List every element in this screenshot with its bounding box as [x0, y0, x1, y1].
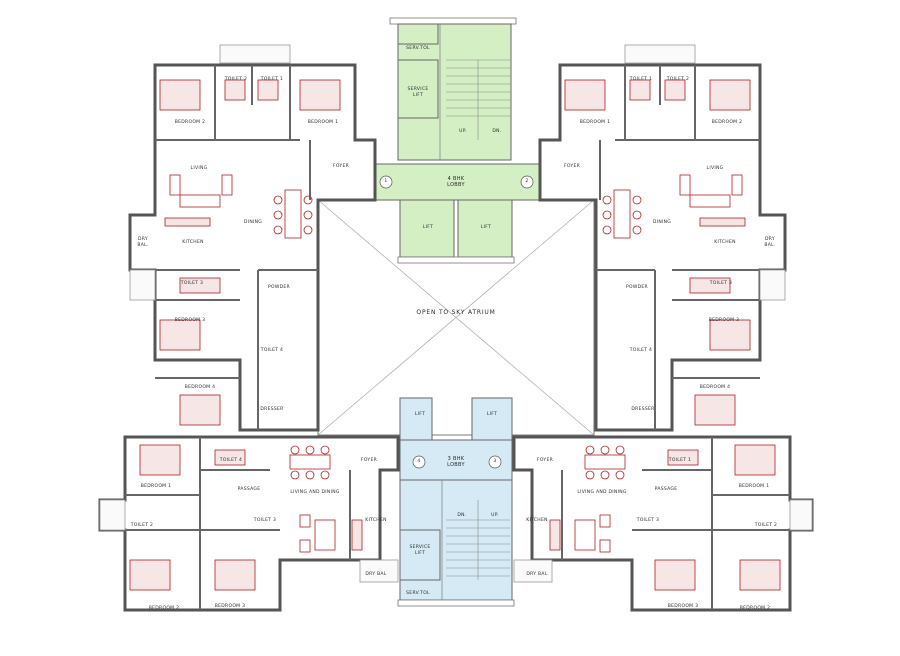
atrium [317, 199, 595, 436]
label-bl-bedroom1: BEDROOM 1 [140, 484, 172, 489]
label-bl-kitchen: KITCHEN [365, 518, 387, 523]
label-up-bottom: UP. [491, 513, 499, 518]
label-br-kitchen: KITCHEN [526, 518, 548, 523]
apartment-bottom-left [98, 435, 400, 612]
label-tl-dining: DINING [243, 220, 263, 225]
marker-3 [488, 455, 502, 469]
label-bl-foyer: FOYER [360, 458, 378, 463]
label-service-lift-top: SERVICE LIFT [407, 87, 429, 98]
label-bl-bedroom3: BEDROOM 3 [214, 604, 246, 609]
label-dn-top: DN. [492, 129, 502, 134]
label-tl-powder: POWDER [268, 285, 290, 290]
label-tl-toilet3: TOILET 3 [180, 281, 204, 286]
label-br-bedroom3: BEDROOM 3 [667, 604, 699, 609]
label-tl-toilet1: TOILET 1 [260, 77, 284, 82]
label-tl-living: LIVING [190, 166, 208, 171]
label-service-lift-bottom: SERVICE LIFT [409, 545, 431, 556]
label-lift-top-right: LIFT [480, 225, 492, 230]
label-marker-1: 1 [384, 179, 388, 184]
core-4bhk [374, 17, 542, 264]
label-up-top: UP. [459, 129, 467, 134]
label-lift-top-left: LIFT [422, 225, 434, 230]
label-bl-toilet3: TOILET 3 [253, 518, 277, 523]
marker-1 [379, 175, 393, 189]
label-tl-dresser: DRESSER [260, 407, 284, 412]
core-3bhk [397, 397, 515, 607]
label-br-passage: PASSAGE [654, 487, 678, 492]
label-lift-bottom-left: LIFT [414, 412, 426, 417]
label-tr-bedroom2: BEDROOM 2 [711, 120, 743, 125]
label-br-living-and-dining: LIVING AND DINING [577, 490, 627, 495]
label-tl-bedroom3: BEDROOM 3 [174, 318, 206, 323]
label-tr-living: LIVING [706, 166, 724, 171]
label-lobby-4bhk: 4 BHK LOBBY [447, 176, 465, 188]
label-br-toilet3: TOILET 3 [636, 518, 660, 523]
label-tr-bedroom3: BEDROOM 3 [708, 318, 740, 323]
label-bl-toilet2: TOILET 2 [130, 523, 154, 528]
label-tl-bedroom1: BEDROOM 1 [307, 120, 339, 125]
label-tl-bedroom4: BEDROOM 4 [184, 385, 216, 390]
label-br-toilet1: TOILET 1 [668, 458, 692, 463]
label-marker-4: 4 [417, 459, 421, 464]
label-tr-toilet3: TOILET 3 [709, 281, 733, 286]
apartment-bottom-right [512, 435, 814, 612]
label-bl-bedroom2: BEDROOM 2 [148, 606, 180, 611]
label-tr-bedroom4: BEDROOM 4 [699, 385, 731, 390]
label-bl-living-and-dining: LIVING AND DINING [290, 490, 340, 495]
label-bl-passage: PASSAGE [237, 487, 261, 492]
label-tr-toilet1: TOILET 1 [629, 77, 653, 82]
label-tr-foyer: FOYER [563, 164, 581, 169]
label-bl-toilet4: TOILET 4 [219, 458, 243, 463]
label-dn-bottom: DN. [457, 513, 467, 518]
marker-2 [520, 175, 534, 189]
label-atrium: OPEN TO SKY ATRIUM [416, 309, 496, 316]
label-br-dry-bal: DRY BAL [526, 572, 548, 577]
label-tr-bedroom1: BEDROOM 1 [579, 120, 611, 125]
stair-top [446, 59, 510, 140]
label-tr-toilet4: TOILET 4 [629, 348, 653, 353]
label-marker-2: 2 [525, 179, 529, 184]
label-tr-dry-bal: DRY BAL. [764, 237, 776, 248]
label-lift-bottom-right: LIFT [486, 412, 498, 417]
label-tl-foyer: FOYER [332, 164, 350, 169]
label-tl-toilet2: TOILET 2 [224, 77, 248, 82]
label-tl-kitchen: KITCHEN [182, 240, 204, 245]
apartment-top-right [538, 44, 787, 432]
label-lobby-3bhk: 3 BHK LOBBY [447, 456, 465, 468]
label-br-bedroom2: BEDROOM 2 [739, 606, 771, 611]
label-tr-dresser: DRESSER [631, 407, 655, 412]
label-br-bedroom1: BEDROOM 1 [738, 484, 770, 489]
label-tr-toilet2: TOILET 2 [666, 77, 690, 82]
label-tl-dry-bal: DRY BAL. [137, 237, 149, 248]
label-tr-kitchen: KITCHEN [714, 240, 736, 245]
label-br-toilet2: TOILET 2 [754, 523, 778, 528]
label-serv-tol-bottom: SERV.TOL [406, 591, 430, 596]
label-serv-tol-top: SERV.TOL [406, 46, 430, 51]
stair-bottom [446, 500, 510, 580]
label-bl-dry-bal: DRY BAL [365, 572, 387, 577]
apartment-top-left [128, 44, 377, 432]
label-marker-3: 3 [493, 459, 497, 464]
label-tr-powder: POWDER [626, 285, 648, 290]
label-tl-toilet4: TOILET 4 [260, 348, 284, 353]
label-br-foyer: FOYER [536, 458, 554, 463]
marker-4 [412, 455, 426, 469]
label-tr-dining: DINING [652, 220, 672, 225]
label-tl-bedroom2: BEDROOM 2 [174, 120, 206, 125]
